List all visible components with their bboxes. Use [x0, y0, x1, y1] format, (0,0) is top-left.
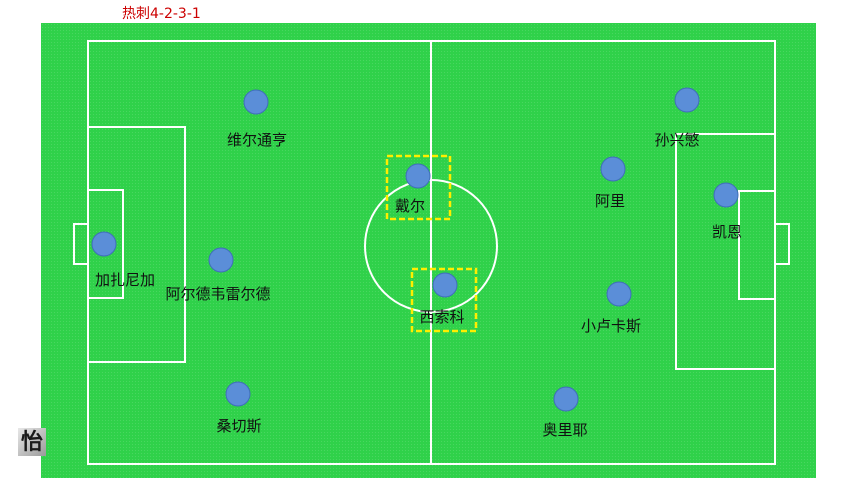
right-penalty-box — [675, 133, 776, 370]
player-label-son: 孙兴慜 — [654, 131, 700, 149]
highlight-box-sissoko — [410, 267, 478, 333]
player-label-dier: 戴尔 — [394, 197, 426, 215]
player-marker-alli — [600, 156, 626, 182]
player-marker-sanchez — [225, 381, 251, 407]
formation-title: 热刺4-2-3-1 — [122, 6, 201, 22]
player-label-vertonghen: 维尔通亨 — [226, 131, 288, 149]
center-circle — [364, 179, 498, 313]
pitch-markings — [73, 40, 790, 465]
player-marker-gazzaniga — [91, 231, 117, 257]
football-pitch: 维尔通亨 加扎尼加 阿尔德韦雷尔德 桑切斯 戴尔 西索科 孙兴慜 阿里 凯恩 小… — [41, 23, 816, 478]
player-label-alderweireld: 阿尔德韦雷尔德 — [165, 285, 271, 303]
left-goal — [73, 223, 89, 265]
player-label-gazzaniga: 加扎尼加 — [94, 271, 156, 289]
player-marker-sissoko — [432, 272, 458, 298]
right-goal-area — [738, 190, 776, 300]
player-marker-alderweireld — [208, 247, 234, 273]
player-marker-aurier — [553, 386, 579, 412]
right-goal — [774, 223, 790, 265]
player-label-kane: 凯恩 — [711, 223, 743, 241]
calligraphy-seal-icon: 怡 — [18, 428, 46, 456]
highlight-box-dier — [385, 154, 452, 221]
player-marker-lucas — [606, 281, 632, 307]
logo-glyph: 怡 — [20, 429, 43, 455]
player-marker-dier — [405, 163, 431, 189]
player-label-lucas: 小卢卡斯 — [580, 317, 642, 335]
player-label-sissoko: 西索科 — [419, 308, 465, 326]
player-marker-son — [674, 87, 700, 113]
player-label-aurier: 奥里耶 — [542, 421, 588, 439]
player-marker-vertonghen — [243, 89, 269, 115]
player-marker-kane — [713, 182, 739, 208]
player-label-alli: 阿里 — [594, 192, 626, 210]
player-label-sanchez: 桑切斯 — [216, 417, 262, 435]
